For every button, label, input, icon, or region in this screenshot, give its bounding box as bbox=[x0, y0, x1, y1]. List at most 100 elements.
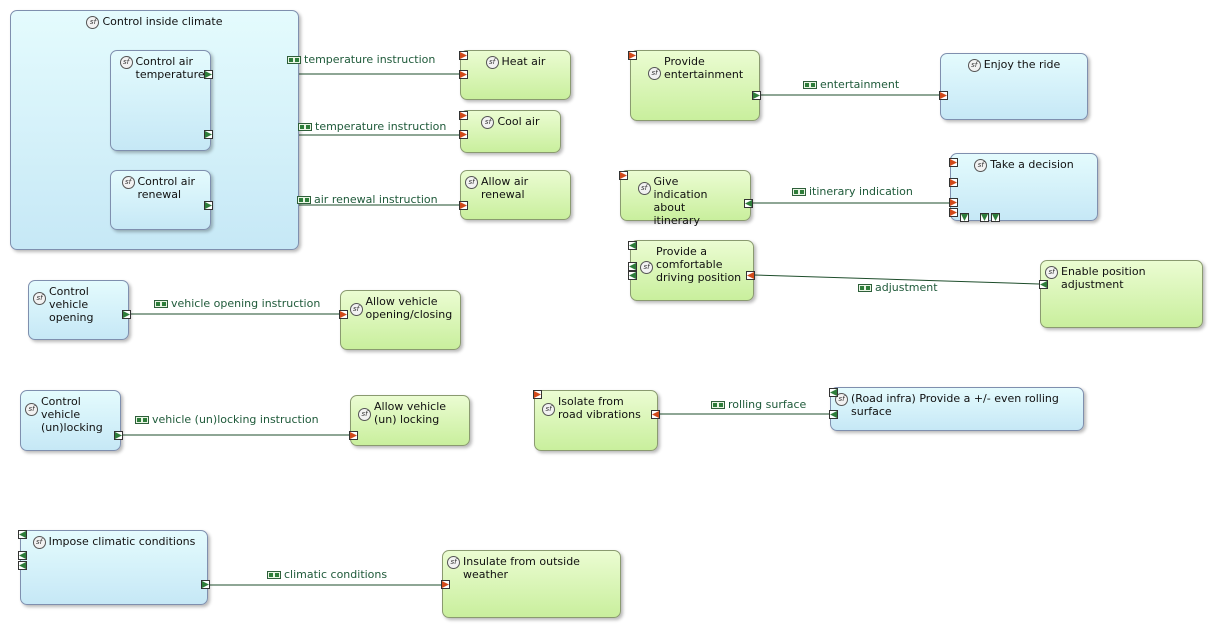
sf-badge-icon: sf bbox=[967, 59, 981, 72]
sf-badge-icon: sf bbox=[358, 408, 371, 421]
output-port-icon[interactable] bbox=[829, 388, 838, 397]
output-port-icon[interactable] bbox=[829, 410, 838, 419]
node-label: (Road infra) Provide a +/- even rolling … bbox=[851, 392, 1059, 418]
input-port-icon[interactable] bbox=[939, 91, 948, 100]
output-port-icon[interactable] bbox=[752, 91, 761, 100]
functional-exchange-icon bbox=[287, 55, 301, 64]
output-port-icon[interactable] bbox=[1039, 280, 1048, 289]
input-port-icon[interactable] bbox=[949, 178, 958, 187]
exchange-text: temperature instruction bbox=[304, 53, 436, 66]
exchange-label[interactable]: entertainment bbox=[803, 78, 899, 91]
input-port-icon[interactable] bbox=[628, 51, 637, 60]
output-port-icon[interactable] bbox=[628, 262, 637, 271]
sf-badge-icon: sf bbox=[974, 159, 988, 172]
output-port-icon[interactable] bbox=[18, 561, 27, 570]
exchange-label[interactable]: climatic conditions bbox=[267, 568, 387, 581]
output-port-icon[interactable] bbox=[980, 213, 989, 222]
functional-exchange-icon bbox=[792, 187, 806, 196]
exchange-label[interactable]: vehicle (un)locking instruction bbox=[135, 413, 319, 426]
input-port-icon[interactable] bbox=[459, 70, 468, 79]
output-port-icon[interactable] bbox=[744, 199, 753, 208]
output-port-icon[interactable] bbox=[122, 310, 131, 319]
output-port-icon[interactable] bbox=[960, 213, 969, 222]
output-port-icon[interactable] bbox=[204, 130, 213, 139]
sf-badge-icon: sf bbox=[465, 176, 478, 189]
exchange-label[interactable]: itinerary indication bbox=[792, 185, 913, 198]
functional-exchange-icon bbox=[135, 415, 149, 424]
sf-badge-icon: sf bbox=[648, 67, 661, 80]
exchange-text: entertainment bbox=[820, 78, 900, 91]
output-port-icon[interactable] bbox=[628, 241, 637, 250]
output-port-icon[interactable] bbox=[18, 530, 27, 539]
sf-badge-icon: sf bbox=[637, 182, 651, 195]
output-port-icon[interactable] bbox=[114, 431, 123, 440]
input-port-icon[interactable] bbox=[619, 171, 628, 180]
output-port-icon[interactable] bbox=[991, 213, 1000, 222]
input-port-icon[interactable] bbox=[459, 201, 468, 210]
sf-badge-icon: sf bbox=[640, 261, 653, 274]
functional-exchange-icon bbox=[267, 570, 281, 579]
exchange-text: climatic conditions bbox=[284, 568, 388, 581]
functional-exchange-icon bbox=[711, 400, 725, 409]
node-label: Impose climatic conditions bbox=[48, 535, 196, 548]
sf-badge-icon: sf bbox=[1045, 266, 1058, 279]
exchange-label[interactable]: air renewal instruction bbox=[297, 193, 438, 206]
input-port-icon[interactable] bbox=[746, 271, 755, 280]
output-port-icon[interactable] bbox=[204, 70, 213, 79]
node-label: Enjoy the ride bbox=[983, 58, 1061, 71]
exchange-label[interactable]: adjustment bbox=[858, 281, 938, 294]
node-label: Control air temperature bbox=[135, 55, 205, 81]
input-port-icon[interactable] bbox=[949, 198, 958, 207]
function-road-infra-rolling-surface[interactable]: sf(Road infra) Provide a +/- even rollin… bbox=[830, 387, 1084, 431]
input-port-icon[interactable] bbox=[459, 111, 468, 120]
exchange-label[interactable]: temperature instruction bbox=[298, 120, 446, 133]
functional-exchange-icon bbox=[858, 283, 872, 292]
input-port-icon[interactable] bbox=[651, 410, 660, 419]
output-port-icon[interactable] bbox=[204, 201, 213, 210]
output-port-icon[interactable] bbox=[18, 551, 27, 560]
input-port-icon[interactable] bbox=[349, 431, 358, 440]
input-port-icon[interactable] bbox=[533, 390, 542, 399]
exchange-text: temperature instruction bbox=[315, 120, 447, 133]
exchange-text: adjustment bbox=[875, 281, 938, 294]
input-port-icon[interactable] bbox=[949, 208, 958, 217]
exchange-text: vehicle opening instruction bbox=[171, 297, 321, 310]
exchange-label[interactable]: temperature instruction bbox=[287, 53, 435, 66]
node-label: Isolate from road vibrations bbox=[558, 395, 641, 421]
input-port-icon[interactable] bbox=[339, 310, 348, 319]
node-label: Take a decision bbox=[990, 158, 1074, 171]
input-port-icon[interactable] bbox=[949, 158, 958, 167]
node-label: Allow air renewal bbox=[481, 175, 529, 201]
input-port-icon[interactable] bbox=[459, 130, 468, 139]
node-label: Control inside climate bbox=[102, 15, 223, 28]
input-port-icon[interactable] bbox=[459, 51, 468, 60]
exchange-text: air renewal instruction bbox=[314, 193, 438, 206]
exchange-text: vehicle (un)locking instruction bbox=[152, 413, 319, 426]
output-port-icon[interactable] bbox=[201, 580, 210, 589]
functional-exchange-icon bbox=[297, 195, 311, 204]
sf-badge-icon: sf bbox=[32, 536, 46, 549]
input-port-icon[interactable] bbox=[441, 580, 450, 589]
exchange-label[interactable]: vehicle opening instruction bbox=[154, 297, 320, 310]
exchange-label[interactable]: rolling surface bbox=[711, 398, 806, 411]
node-label: Provide entertainment bbox=[664, 55, 744, 81]
output-port-icon[interactable] bbox=[628, 271, 637, 280]
